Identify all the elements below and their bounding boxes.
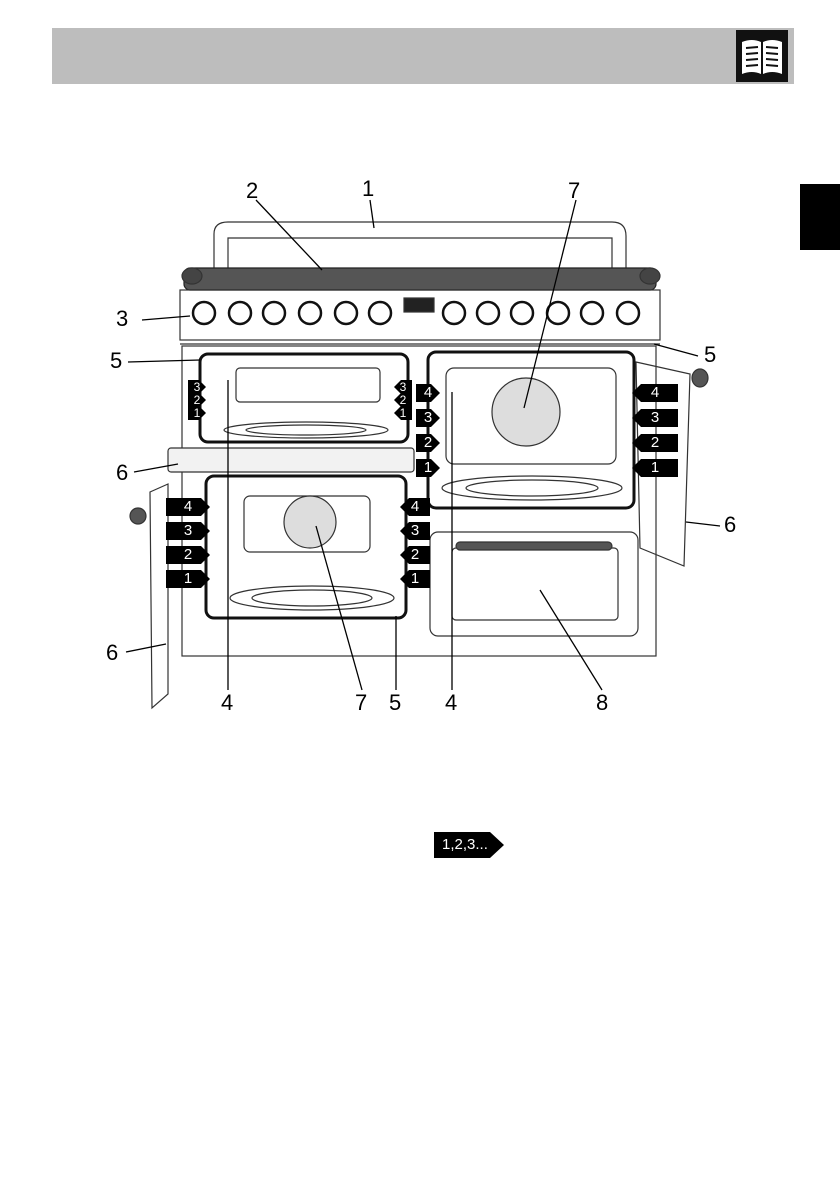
callout-2: 2 — [246, 180, 258, 202]
shelf-level-marker: 4 — [166, 498, 210, 516]
callout-5-right: 5 — [704, 344, 716, 366]
callout-6-left-door: 6 — [106, 642, 118, 664]
callout-5-lower-left: 5 — [389, 692, 401, 714]
callout-4-right: 4 — [445, 692, 457, 714]
callout-7-right-oven: 7 — [568, 180, 580, 202]
shelf-level-marker: 1 — [632, 459, 678, 477]
callout-7-lower-left-oven: 7 — [355, 692, 367, 714]
reference-badge: 1,2,3... — [434, 832, 504, 858]
upper-left-oven — [200, 354, 408, 442]
shelf-level-marker: 1 — [166, 570, 210, 588]
callout-5-upper-left: 5 — [110, 350, 122, 372]
callout-1: 1 — [362, 178, 374, 200]
callout-4-left: 4 — [221, 692, 233, 714]
shelf-level-marker: 3 — [632, 409, 678, 427]
callout-6-right-door: 6 — [724, 514, 736, 536]
reference-badge-label: 1,2,3... — [442, 836, 488, 853]
shelf-level-marker: 4 — [632, 384, 678, 402]
callout-6-shelf: 6 — [116, 462, 128, 484]
callout-8: 8 — [596, 692, 608, 714]
shelf-level-marker: 3 — [166, 522, 210, 540]
lower-left-door-open — [168, 448, 414, 472]
hob — [184, 268, 656, 290]
shelf-level-marker: 2 — [632, 434, 678, 452]
callout-3: 3 — [116, 308, 128, 330]
shelf-level-marker: 2 — [166, 546, 210, 564]
left-door — [150, 484, 168, 708]
